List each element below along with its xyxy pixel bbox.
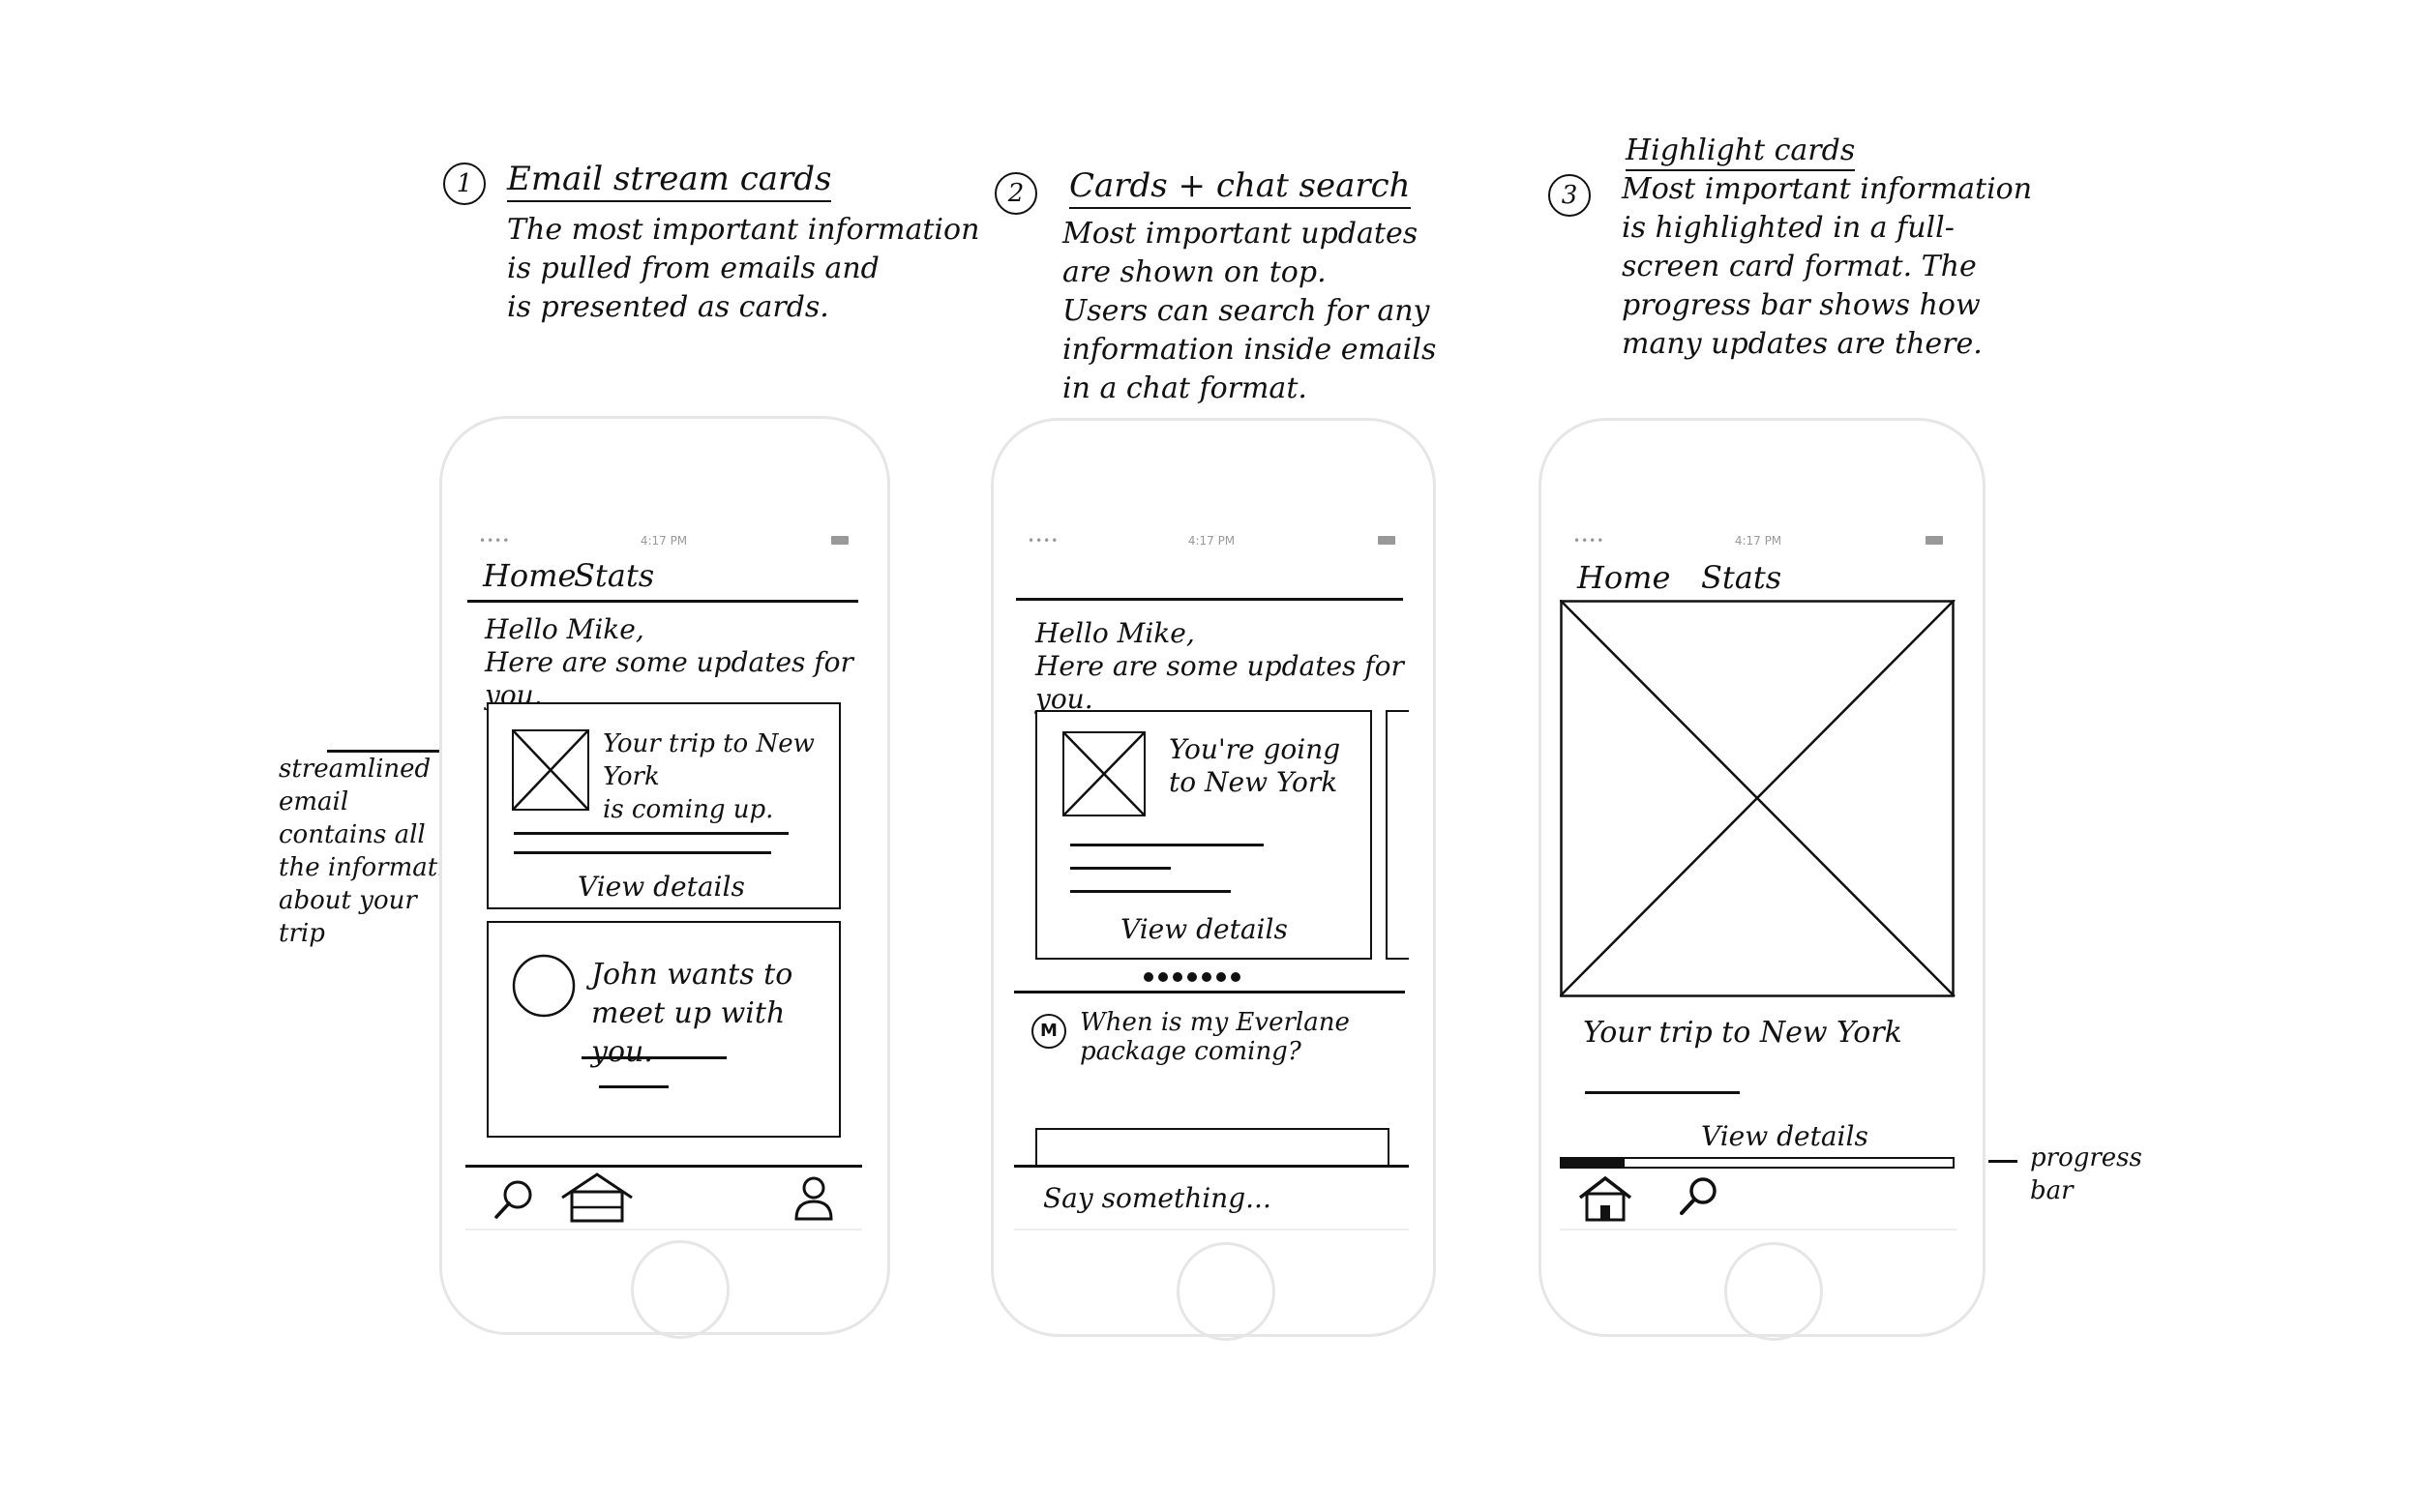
battery-icon — [1926, 536, 1943, 545]
nav-stats[interactable]: Stats — [1701, 559, 1782, 596]
text-line — [582, 1056, 727, 1059]
trip-card-text: Your trip to New York is coming up. — [603, 729, 815, 824]
status-bar: •••• 4:17 PM — [1560, 530, 1956, 553]
phone-2-screen: •••• 4:17 PM Hello Mike, Here are some u… — [1014, 530, 1409, 1230]
view-details-link[interactable]: View details — [578, 871, 745, 903]
pagination-dots[interactable] — [1144, 967, 1245, 986]
nav-home[interactable]: Home — [1577, 559, 1671, 596]
tab-bar-divider — [465, 1165, 862, 1168]
signal-dots: •••• — [479, 534, 511, 548]
status-time: 4:17 PM — [640, 534, 688, 548]
nav-home[interactable]: Home — [483, 557, 577, 594]
progress-bar — [1560, 1157, 1955, 1169]
nav-stats[interactable]: Stats — [574, 557, 655, 594]
search-icon[interactable] — [1678, 1174, 1720, 1217]
image-placeholder-icon — [512, 729, 589, 811]
concept-1-title: Email stream cards — [507, 160, 832, 202]
text-line — [514, 851, 771, 854]
image-placeholder-icon — [1062, 731, 1146, 816]
concept-2-description: Most important updates are shown on top.… — [1062, 217, 1437, 405]
user-icon[interactable] — [792, 1174, 835, 1223]
home-icon[interactable] — [558, 1171, 636, 1225]
text-line — [1070, 844, 1264, 846]
concept-2-number: 2 — [995, 172, 1037, 215]
greeting: Hello Mike, Here are some updates for yo… — [1035, 617, 1404, 715]
card-title: Your trip to New York — [1583, 1016, 1902, 1050]
trip-card[interactable]: Your trip to New York is coming up. View… — [487, 702, 841, 909]
concept-1-description: The most important information is pulled… — [507, 213, 980, 324]
text-line — [514, 832, 789, 835]
reply-bubble — [1035, 1128, 1389, 1167]
signal-dots: •••• — [1028, 534, 1060, 548]
phone-2-home-button[interactable] — [1177, 1242, 1275, 1341]
chat-message: When is my Everlane package coming? — [1080, 1008, 1350, 1066]
status-bar: •••• 4:17 PM — [465, 530, 862, 553]
concept-1-number: 1 — [443, 163, 486, 205]
chat-divider — [1014, 991, 1405, 993]
view-details-link[interactable]: View details — [1120, 913, 1288, 945]
message-input[interactable]: Say something... — [1043, 1182, 1271, 1214]
image-placeholder-icon — [1560, 600, 1956, 997]
concept-3-description: Most important information is highlighte… — [1622, 172, 2033, 361]
concept-3-title: Highlight cards — [1626, 133, 1856, 171]
phone-3-home-button[interactable] — [1724, 1242, 1823, 1341]
input-divider — [1014, 1165, 1409, 1168]
phone-1-screen: •••• 4:17 PM Home Stats Hello Mike, Here… — [465, 530, 862, 1230]
trip-card-text: You're going to New York — [1169, 733, 1341, 798]
avatar-icon — [512, 954, 576, 1018]
text-line — [1585, 1091, 1740, 1094]
signal-dots: •••• — [1573, 534, 1605, 548]
nav-divider — [1016, 598, 1403, 601]
status-bar: •••• 4:17 PM — [1014, 530, 1409, 553]
nav-divider — [467, 600, 858, 603]
text-line — [1070, 867, 1171, 870]
trip-card[interactable]: You're going to New York View details — [1035, 710, 1372, 960]
text-line — [1070, 890, 1231, 893]
side-note-leader-line — [327, 750, 453, 753]
phone-1-home-button[interactable] — [631, 1240, 730, 1339]
concept-3-number: 3 — [1548, 174, 1591, 217]
text-line — [599, 1085, 669, 1088]
chat-avatar: M — [1031, 1014, 1066, 1049]
progress-bar-fill — [1562, 1159, 1625, 1167]
progress-bar-note: progress bar — [2030, 1143, 2142, 1205]
progress-note-leader-line — [1988, 1160, 2017, 1163]
status-time: 4:17 PM — [1187, 534, 1236, 548]
battery-icon — [831, 536, 849, 545]
next-card-peek[interactable] — [1386, 710, 1409, 960]
meetup-card[interactable]: John wants to meet up with you. — [487, 921, 841, 1138]
phone-3-screen: •••• 4:17 PM Home Stats Your trip to New… — [1560, 530, 1956, 1230]
search-icon[interactable] — [493, 1178, 535, 1221]
battery-icon — [1378, 536, 1395, 545]
view-details-link[interactable]: View details — [1701, 1120, 1868, 1152]
status-time: 4:17 PM — [1734, 534, 1782, 548]
home-icon[interactable] — [1577, 1174, 1633, 1223]
meetup-card-text: John wants to meet up with you. — [591, 958, 793, 1069]
greeting: Hello Mike, Here are some updates for yo… — [485, 613, 853, 711]
concept-2-title: Cards + chat search — [1069, 166, 1411, 209]
